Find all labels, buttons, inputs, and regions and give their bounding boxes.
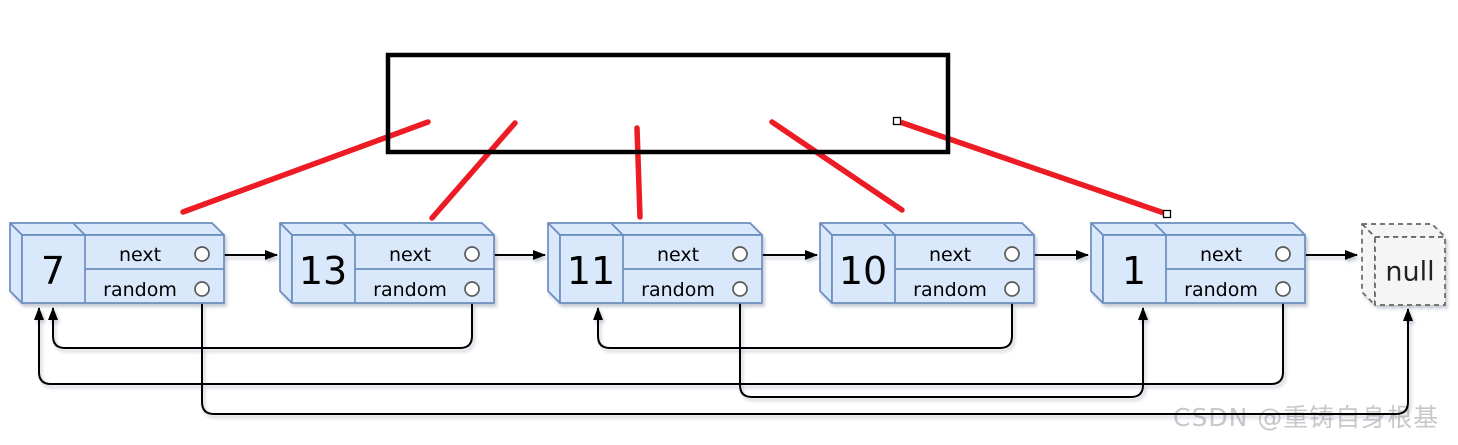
- list-node-11: 11 next random: [547, 222, 763, 304]
- random-field-label: random: [913, 279, 987, 301]
- random-wire-11-1: [739, 296, 1148, 398]
- node-value: 13: [299, 249, 347, 293]
- annotation-stroke-4: [769, 119, 905, 213]
- list-node-7: 7 next random: [9, 222, 225, 304]
- random-field-label: random: [373, 279, 447, 301]
- annotation-stroke-1: [180, 119, 431, 215]
- annotation-box: [388, 55, 948, 152]
- next-field-label: next: [389, 244, 431, 266]
- list-node-13: 13 next random: [279, 222, 495, 304]
- random-wire-7-null: [201, 296, 1413, 415]
- annotation-box-border: [385, 52, 951, 155]
- annotation-stroke-2: [429, 120, 518, 221]
- random-wire-1-7: [34, 296, 1284, 385]
- annotation-stroke-5: [894, 118, 1170, 217]
- null-label: null: [1385, 257, 1434, 288]
- null-front-face: [1374, 236, 1446, 306]
- next-field-label: next: [657, 244, 699, 266]
- list-node-1: 1 next random: [1090, 222, 1306, 304]
- node-value: 11: [567, 249, 615, 293]
- random-wire-13-7: [48, 296, 473, 349]
- node-value: 10: [839, 249, 887, 293]
- list-node-10: 10 next random: [819, 222, 1035, 304]
- node-value: 1: [1122, 249, 1146, 293]
- random-field-label: random: [641, 279, 715, 301]
- selection-handle-end: [1162, 209, 1172, 219]
- next-field-label: next: [1200, 244, 1242, 266]
- watermark: CSDN @重铸自身根基: [1173, 403, 1439, 432]
- null-left-face: [1361, 223, 1376, 306]
- next-field-label: next: [929, 244, 971, 266]
- selection-handle-start: [892, 116, 902, 126]
- next-field-label: next: [119, 244, 161, 266]
- null-top-face: [1361, 223, 1446, 238]
- random-wire-10-11: [593, 296, 1013, 349]
- null-terminal: null: [1361, 223, 1446, 306]
- node-value: 7: [41, 249, 65, 293]
- annotation-stroke-3: [634, 125, 643, 220]
- random-field-label: random: [1184, 279, 1258, 301]
- random-field-label: random: [103, 279, 177, 301]
